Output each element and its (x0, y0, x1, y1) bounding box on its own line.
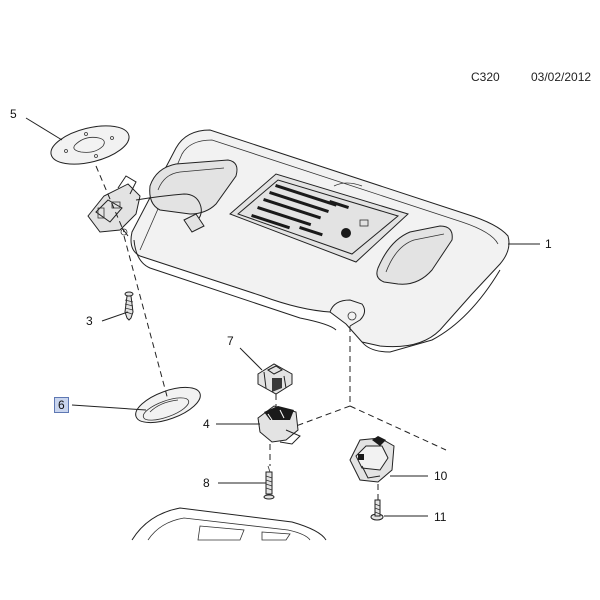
leader-lines (25, 117, 540, 517)
part-1-visor-hinge[interactable] (87, 175, 205, 237)
callout-7: 7 (227, 334, 234, 348)
callout-8: 8 (203, 476, 210, 490)
part-11-screw[interactable] (370, 499, 384, 521)
part-4-retaining-hook[interactable] (257, 405, 301, 445)
callout-1: 1 (545, 237, 552, 251)
callout-3: 3 (86, 314, 93, 328)
diagram-date: 03/02/2012 (531, 70, 592, 84)
part-3-screw[interactable] (124, 291, 134, 321)
part-10-retainer-bracket[interactable] (349, 436, 395, 483)
callout-11: 11 (434, 510, 447, 524)
assembly-lines (95, 165, 447, 500)
part-1-visor-body[interactable] (130, 129, 510, 353)
callout-4: 4 (203, 417, 210, 431)
part-5-mounting-plate[interactable] (47, 119, 133, 171)
part-8-screw[interactable] (263, 465, 275, 500)
diagram-code: C320 (471, 70, 500, 84)
callout-6-highlighted[interactable]: 6 (54, 397, 69, 413)
callout-10: 10 (434, 469, 448, 483)
callout-5: 5 (10, 107, 17, 121)
adjacent-visor-partial (131, 507, 327, 541)
part-6-cover[interactable] (131, 380, 204, 430)
part-7-clip[interactable] (257, 363, 293, 395)
